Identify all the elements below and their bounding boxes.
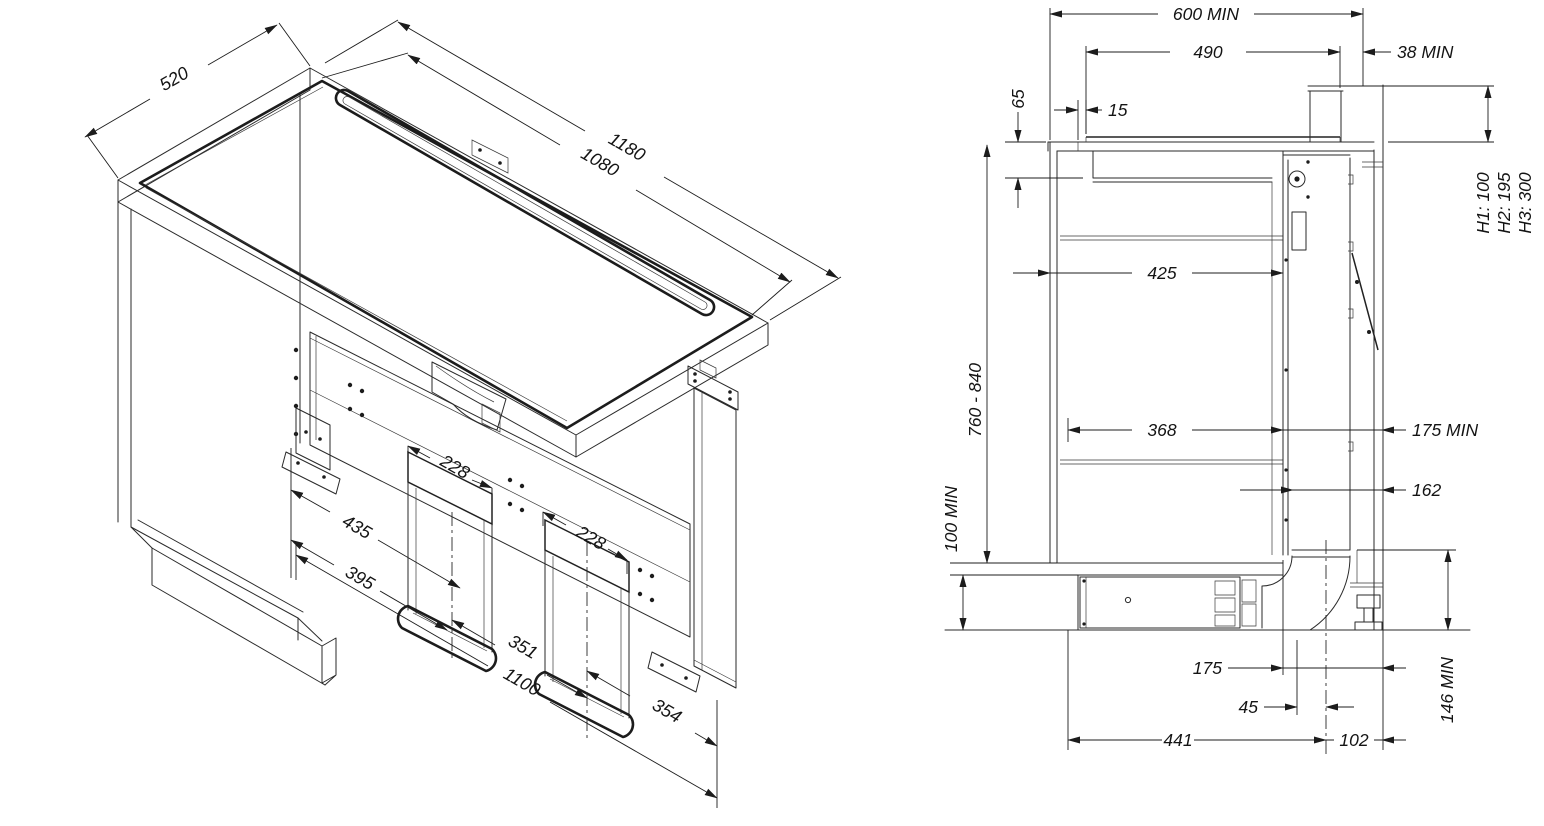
dim-plinth-height-min: 100 MIN — [941, 486, 961, 552]
vent-slot — [334, 88, 716, 317]
motor-box — [1079, 576, 1257, 629]
rear-diagonal-panel — [1351, 252, 1379, 351]
cabinet-carcass — [117, 94, 337, 686]
dim-duct-housing-depth: 162 — [1412, 480, 1441, 500]
chimney-duct — [1307, 85, 1344, 143]
worktop — [1047, 141, 1375, 152]
isometric-view: 520 1180 1080 228 228 4 — [84, 19, 842, 808]
dim-hob-recess-depth: 65 — [1008, 89, 1028, 109]
back-panel — [281, 331, 691, 638]
dim-chimney-h2: H2: 195 — [1494, 172, 1514, 234]
dim-worktop-depth: 520 — [156, 63, 192, 95]
dim-right-offset: 354 — [649, 695, 685, 727]
right-side-panel — [647, 359, 739, 693]
side-bracket — [687, 365, 739, 411]
section-structure — [944, 84, 1471, 758]
dim-inner-clearance-bottom: 368 — [1147, 420, 1176, 440]
left-side-panel — [1049, 141, 1058, 564]
left-bracket — [295, 407, 331, 471]
worktop-slab — [117, 67, 769, 458]
dim-chimney-h3: H3: 300 — [1515, 172, 1535, 234]
section-dimensions: 600 MIN 490 38 MIN 65 15 H1: 100 H2: 195 — [941, 4, 1535, 750]
dim-duct-spacing: 351 — [505, 631, 541, 663]
dim-outlet-centre-offset: 45 — [1239, 697, 1259, 717]
dim-inner-clearance-top: 425 — [1147, 263, 1176, 283]
panel-screws — [293, 347, 655, 603]
dim-rear-gap-min: 38 MIN — [1397, 42, 1454, 62]
hob-body — [1092, 150, 1273, 183]
clamp-knob — [1288, 170, 1306, 188]
iso-dimensions: 520 1180 1080 228 228 4 — [84, 19, 842, 808]
dim-cutout-depth: 490 — [1193, 42, 1222, 62]
handle-cutout — [431, 361, 507, 431]
dim-rear-clearance-min: 175 MIN — [1412, 420, 1478, 440]
dim-worktop-height-range: 760 - 840 — [965, 363, 985, 437]
rear-bracket-top — [471, 139, 509, 174]
vertical-duct — [1282, 150, 1351, 556]
dim-front-setback: 15 — [1108, 100, 1128, 120]
dim-chimney-h1: H1: 100 — [1473, 172, 1493, 234]
dim-worktop-depth-min: 600 MIN — [1173, 4, 1239, 24]
dim-left-offset-outer: 435 — [339, 511, 376, 544]
duct-outlet-2 — [533, 518, 635, 739]
adjustable-foot — [1354, 594, 1383, 631]
dim-duct1-width: 228 — [436, 450, 473, 483]
dim-centre-to-rear: 102 — [1339, 730, 1368, 750]
elbow-duct — [1261, 555, 1351, 631]
bottom-bracket — [647, 651, 701, 693]
dim-motor-length-offset: 441 — [1163, 730, 1192, 750]
duct-outlet-1 — [396, 450, 498, 673]
dim-left-offset-inner: 395 — [342, 562, 379, 595]
section-view: 600 MIN 490 38 MIN 65 15 H1: 100 H2: 195 — [941, 4, 1535, 758]
hob-glass — [138, 79, 754, 430]
dim-outlet-rear-offset: 175 — [1193, 658, 1222, 678]
dim-outlet-height-min: 146 MIN — [1437, 657, 1457, 723]
dim-cabinet-inner-width: 1100 — [500, 663, 544, 700]
